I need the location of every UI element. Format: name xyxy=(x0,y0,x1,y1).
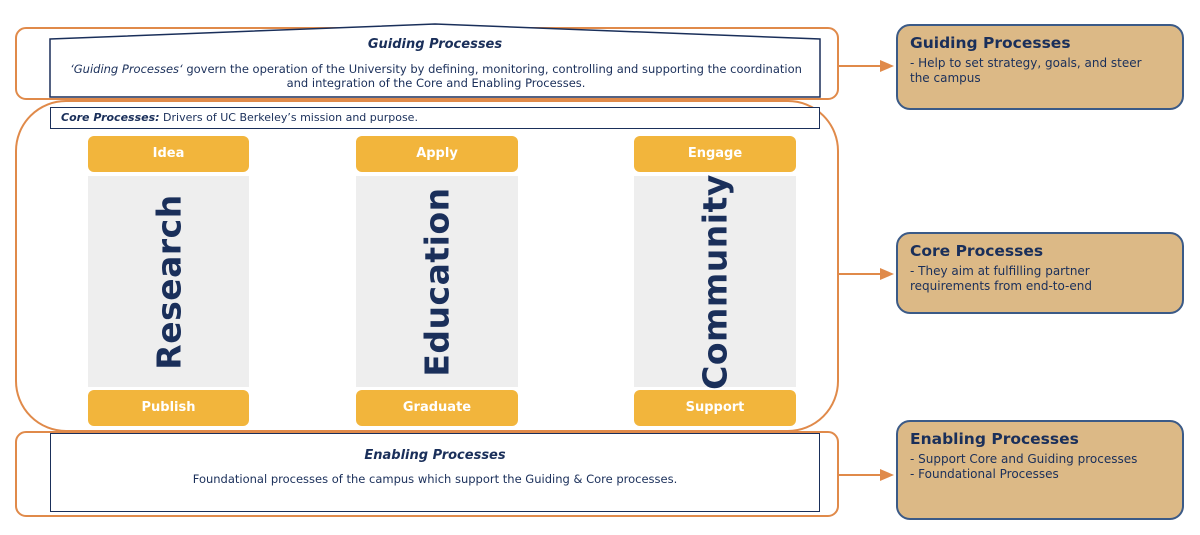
side-box-guiding: Guiding Processes - Help to set strategy… xyxy=(896,24,1184,110)
column-education-body: Education xyxy=(356,176,518,387)
core-label-rest: Drivers of UC Berkeley’s mission and pur… xyxy=(159,111,418,124)
column-community-word: Community xyxy=(695,173,735,390)
column-education-word: Education xyxy=(417,186,457,377)
enabling-box xyxy=(50,433,820,512)
column-community-bottom: Support xyxy=(634,390,796,426)
side-box-guiding-line-1: - Help to set strategy, goals, and steer xyxy=(910,56,1142,70)
column-community-top: Engage xyxy=(634,136,796,172)
column-education-bottom: Graduate xyxy=(356,390,518,426)
column-research-word: Research xyxy=(149,193,188,370)
side-box-guiding-line-2: the campus xyxy=(910,71,981,85)
side-box-core-title: Core Processes xyxy=(910,242,1044,260)
core-label-strip: Core Processes: Drivers of UC Berkeley’s… xyxy=(50,107,820,129)
column-community-body: Community xyxy=(634,173,796,390)
guiding-pentagon xyxy=(49,23,821,98)
column-research-bottom: Publish xyxy=(88,390,249,426)
side-box-enabling-title: Enabling Processes xyxy=(910,430,1079,448)
arrow-enabling xyxy=(838,469,894,481)
side-box-core-line-1: - They aim at fulfilling partner xyxy=(910,264,1090,278)
column-research-top: Idea xyxy=(88,136,249,172)
guiding-description: ‘Guiding Processes‘ govern the operation… xyxy=(60,62,812,90)
side-box-guiding-title: Guiding Processes xyxy=(910,34,1071,52)
side-box-core-line-2: requirements from end-to-end xyxy=(910,279,1092,293)
column-research-body: Research xyxy=(88,176,249,387)
arrow-core xyxy=(838,268,894,280)
side-box-enabling: Enabling Processes - Support Core and Gu… xyxy=(896,420,1184,520)
core-label-bold: Core Processes: xyxy=(61,111,160,124)
arrow-guiding xyxy=(838,60,894,72)
column-education-top: Apply xyxy=(356,136,518,172)
enabling-description: Foundational processes of the campus whi… xyxy=(192,472,678,486)
side-box-enabling-line-2: - Foundational Processes xyxy=(910,467,1059,481)
side-box-core: Core Processes - They aim at fulfilling … xyxy=(896,232,1184,314)
enabling-title: Enabling Processes xyxy=(364,448,506,463)
guiding-description-lead: ‘Guiding Processes‘ xyxy=(70,62,183,76)
guiding-title: Guiding Processes xyxy=(367,37,503,52)
side-box-enabling-line-1: - Support Core and Guiding processes xyxy=(910,452,1138,466)
guiding-description-rest: govern the operation of the University b… xyxy=(182,62,802,90)
